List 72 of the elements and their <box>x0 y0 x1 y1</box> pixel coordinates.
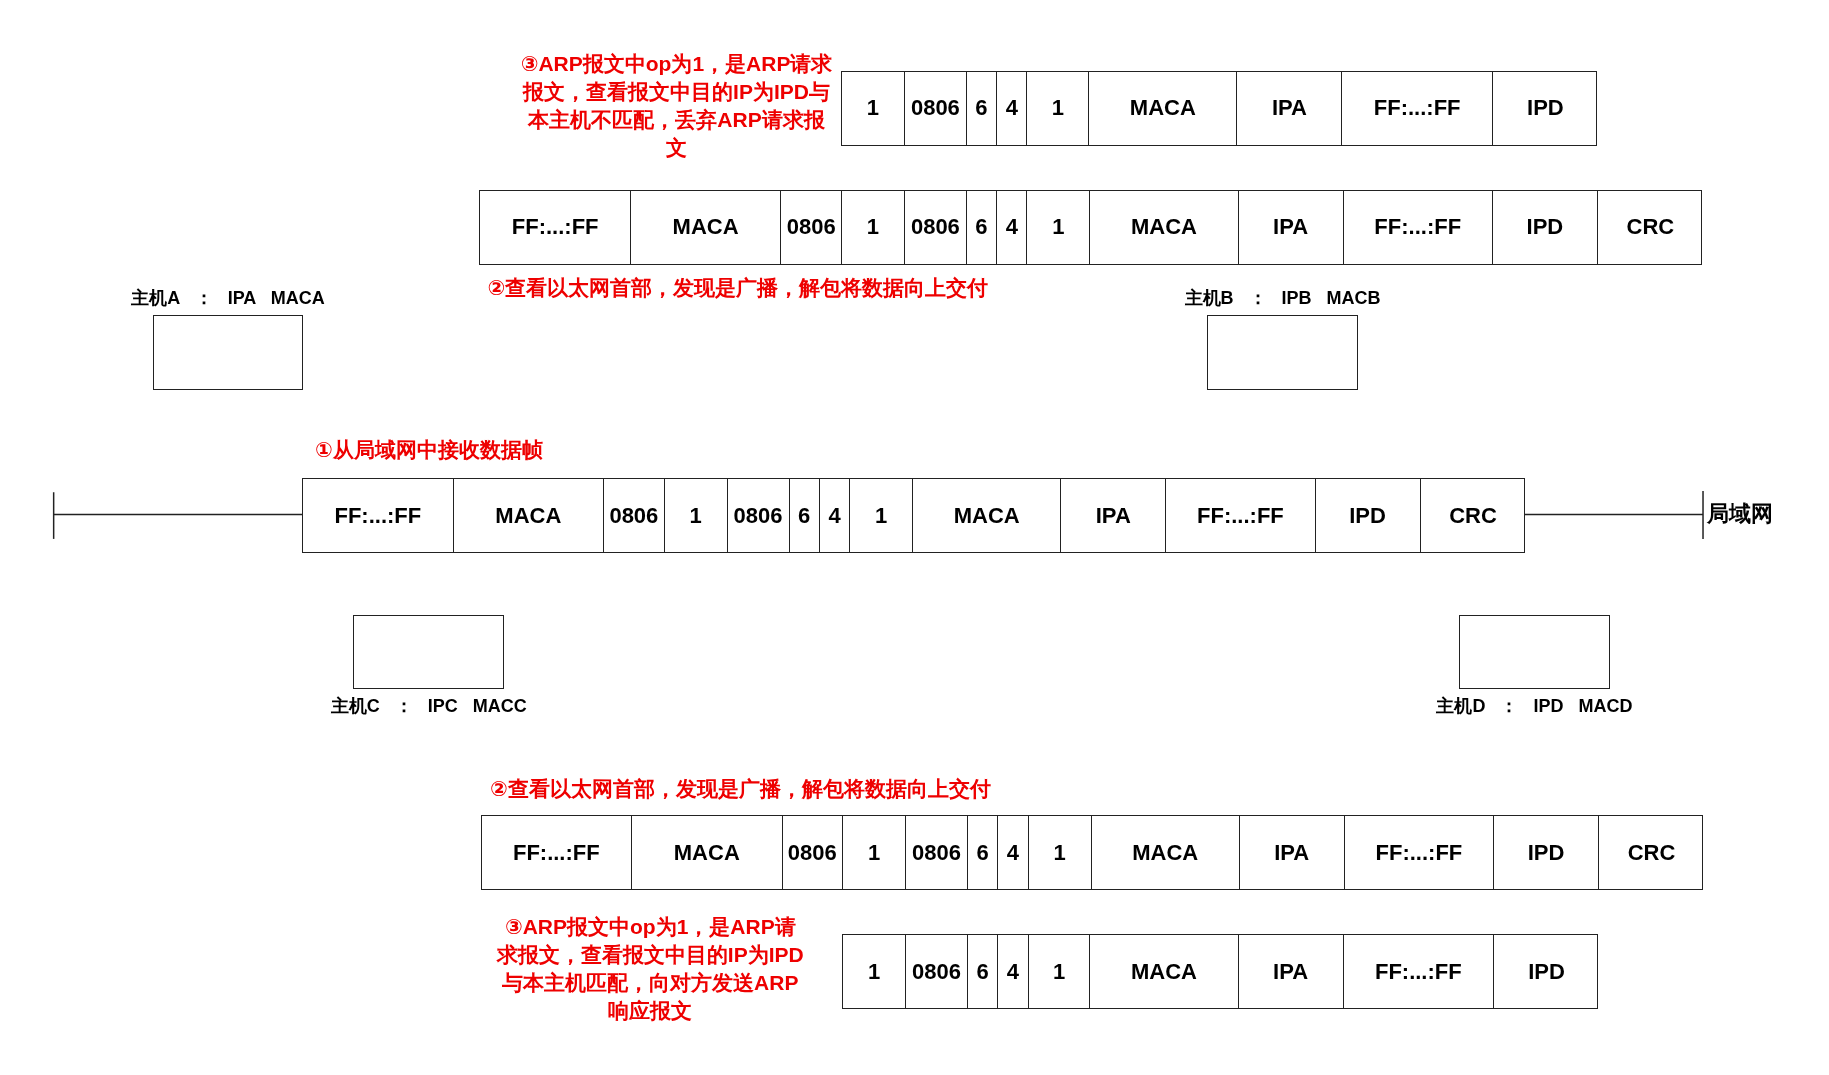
field-value: 0806 <box>912 839 962 866</box>
field-value: 4 <box>828 502 841 529</box>
field-value: IPA <box>1273 958 1309 985</box>
field-value: IPA <box>1274 839 1310 866</box>
field-value: FF:...:FF <box>512 839 600 866</box>
field-value: FF:...:FF <box>1197 502 1284 529</box>
field-value: FF:...:FF <box>1375 839 1463 866</box>
frame-bar <box>841 71 1597 146</box>
field-value: 1 <box>1053 839 1066 866</box>
field-value: 6 <box>975 214 988 241</box>
field-value: CRC <box>1449 502 1497 529</box>
annotation-note: ③ARP报文中op为1，是ARP请求报文，查看报文中目的IP为IPD与本主机匹配，向对方发送ARP响应报文 <box>495 914 805 1025</box>
annotation-note: ①从局域网中接收数据帧 <box>314 437 544 464</box>
field-value: 1 <box>868 958 881 985</box>
field-value: MACA <box>673 839 740 866</box>
host-label: 主机D ： IPD MACD <box>1435 695 1634 719</box>
field-value: 6 <box>798 502 811 529</box>
field-value: MACA <box>1131 958 1197 985</box>
field-value: 6 <box>976 958 989 985</box>
field-value: IPD <box>1349 502 1386 529</box>
host-label: 主机B ： IPB MACB <box>1183 286 1382 310</box>
field-value: IPD <box>1526 214 1564 241</box>
field-value: CRC <box>1626 214 1675 241</box>
field-value: FF:...:FF <box>1373 95 1461 122</box>
field-value: MACA <box>1131 214 1197 241</box>
frame-bar <box>302 478 1525 553</box>
field-value: 0806 <box>912 958 962 985</box>
field-value: 0806 <box>787 839 837 866</box>
host-label: 主机C ： IPC MACC <box>329 695 528 719</box>
host-label: 主机A ： IPA MACA <box>130 286 326 310</box>
field-value: 4 <box>1006 839 1020 866</box>
field-value: 0806 <box>609 502 659 529</box>
field-value: IPD <box>1527 95 1564 122</box>
field-value: 1 <box>875 502 888 529</box>
frame-bar <box>479 190 1702 265</box>
field-value: 0806 <box>910 214 960 241</box>
field-value: IPD <box>1527 839 1565 866</box>
field-value: IPD <box>1528 958 1565 985</box>
field-value: 1 <box>1051 95 1064 122</box>
annotation-note: ②查看以太网首部，发现是广播，解包将数据向上交付 <box>489 775 992 802</box>
field-value: FF:...:FF <box>1374 214 1462 241</box>
field-value: FF:...:FF <box>334 502 422 529</box>
field-value: 1 <box>1052 958 1066 985</box>
field-value: 4 <box>1005 214 1018 241</box>
field-value: CRC <box>1627 839 1676 866</box>
annotation-note: ②查看以太网首部，发现是广播，解包将数据向上交付 <box>487 275 990 302</box>
field-value: 1 <box>868 839 881 866</box>
field-value: MACA <box>495 502 562 529</box>
field-value: IPA <box>1271 95 1307 122</box>
field-value: 6 <box>975 95 988 122</box>
frame-bar <box>480 815 1703 890</box>
field-value: 1 <box>866 214 880 241</box>
field-value: MACA <box>953 502 1020 529</box>
field-value: 0806 <box>910 95 960 122</box>
field-value: 1 <box>689 502 702 529</box>
network-label: 局域网 <box>1706 500 1773 529</box>
field-value: 1 <box>1052 214 1065 241</box>
field-value: 4 <box>1005 95 1018 122</box>
field-value: FF:...:FF <box>1374 958 1462 985</box>
field-value: 4 <box>1006 958 1020 985</box>
field-value: 0806 <box>786 214 836 241</box>
field-value: IPA <box>1095 502 1131 529</box>
field-value: 1 <box>866 95 880 122</box>
field-value: MACA <box>1132 839 1199 866</box>
field-value: 0806 <box>733 502 783 529</box>
field-value: FF:...:FF <box>511 214 599 241</box>
field-value: 6 <box>976 839 989 866</box>
frame-bar <box>842 934 1599 1009</box>
field-value: IPA <box>1273 214 1309 241</box>
annotation-note: ③ARP报文中op为1，是ARP请求报文，查看报文中目的IP为IPD与本主机不匹配，丢弃ARP请求报文 <box>519 51 834 162</box>
field-value: MACA <box>672 214 739 241</box>
field-value: MACA <box>1129 95 1196 122</box>
